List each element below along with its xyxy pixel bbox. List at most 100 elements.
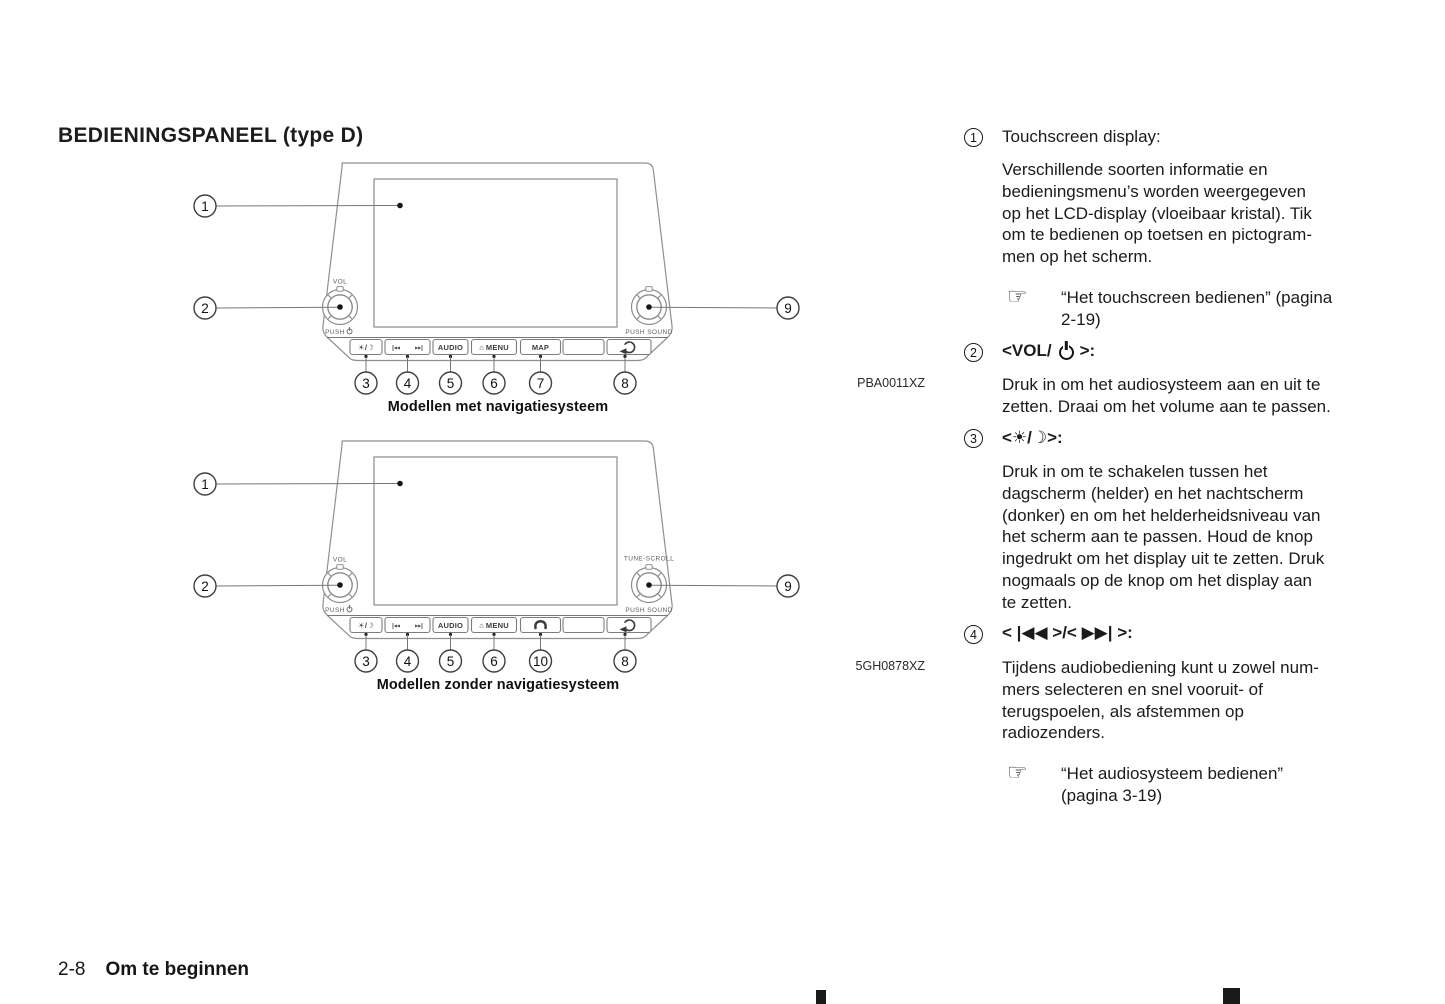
head-unit-outline	[322, 162, 673, 362]
btn-seek	[384, 338, 431, 356]
svg-text:8: 8	[621, 654, 629, 669]
page-number: 2-8	[58, 959, 86, 980]
sound-knob: PUSH SOUND	[625, 286, 672, 336]
day-night-icon: ☀/☽	[358, 621, 374, 630]
svg-text:8: 8	[621, 376, 629, 391]
push-sound-label: PUSH SOUND	[625, 607, 672, 614]
btn-blank	[562, 338, 605, 356]
btn-back	[606, 616, 652, 634]
callout-sound-knob: 9	[646, 296, 800, 320]
legend-num-3: 3	[964, 429, 983, 448]
svg-text:5: 5	[447, 376, 455, 391]
push-label: PUSH	[325, 329, 345, 336]
svg-text:9: 9	[784, 301, 792, 316]
legend-title-3: <☀/☽>:	[1002, 428, 1063, 447]
svg-text:6: 6	[490, 654, 498, 669]
svg-text:6: 6	[490, 376, 498, 391]
figure-without-nav: VOL PUSH TUNE-SCROLL PUSH SOUND ☀/☽	[193, 440, 800, 693]
btn-phone	[519, 616, 562, 634]
svg-text:2: 2	[201, 301, 209, 316]
callout-sound-knob: 9	[646, 574, 800, 598]
vol-label: VOL	[333, 557, 347, 564]
legend-ref-1: “Het touchscreen bedienen” (pagina 2-19)	[1061, 288, 1333, 329]
power-icon	[346, 605, 353, 613]
page-title: BEDIENINGSPANEEL (type D)	[58, 124, 364, 147]
legend-title-4: < |◀◀ >/< ▶▶| >:	[1002, 623, 1133, 642]
btn-menu	[470, 616, 518, 634]
seek-back-icon: |◂◂	[392, 346, 400, 352]
seek-forward-icon: ▸▸|	[415, 346, 423, 352]
btn-blank	[562, 616, 605, 634]
btn-day-night	[349, 338, 383, 356]
head-unit-outline	[322, 440, 673, 640]
vol-label: VOL	[333, 279, 347, 286]
legend-title-2: <VOL/>:	[1002, 341, 1096, 360]
phone-icon	[534, 619, 547, 630]
menu-label: ⌂MENU	[479, 621, 509, 630]
menu-label: ⌂MENU	[479, 343, 509, 352]
print-registration-mark	[816, 990, 826, 1004]
legend-body-4: Tijdens audiobediening kunt u zowel num-…	[1002, 658, 1319, 743]
knob-ticks	[636, 572, 662, 598]
manicule-icon: ☞	[1007, 759, 1028, 785]
btn-menu	[470, 338, 518, 356]
btn-back	[606, 338, 652, 356]
power-icon	[346, 327, 353, 335]
legend-body-3: Druk in om te schakelen tussen het dagsc…	[1002, 462, 1325, 612]
svg-text:9: 9	[784, 579, 792, 594]
figure-with-nav: VOL PUSH PUSH SOUND ☀/☽ |◂◂	[193, 162, 800, 415]
power-icon	[1058, 344, 1074, 360]
btn-map	[519, 338, 562, 356]
figure-caption: Modellen met navigatiesysteem	[388, 399, 608, 415]
push-label: PUSH	[325, 607, 345, 614]
manicule-icon: ☞	[1007, 283, 1028, 309]
page-footer: 2-8 Om te beginnen	[58, 959, 249, 981]
back-icon	[619, 619, 636, 633]
svg-text:1: 1	[201, 477, 209, 492]
home-icon: ⌂	[479, 621, 484, 630]
section-title: Om te beginnen	[105, 959, 250, 980]
callout-screen: 1	[193, 194, 403, 218]
touchscreen-display	[373, 178, 618, 328]
svg-text:4: 4	[404, 376, 412, 391]
legend-body-2: Druk in om het audiosysteem aan en uit t…	[1002, 375, 1331, 416]
svg-text:3: 3	[362, 654, 370, 669]
figure-code: PBA0011XZ	[857, 376, 925, 390]
push-sound-label: PUSH SOUND	[625, 329, 672, 336]
legend-ref-4: “Het audiosysteem bedienen” (pagina 3-19…	[1061, 764, 1284, 805]
btn-day-night	[349, 616, 383, 634]
callout-screen: 1	[193, 472, 403, 496]
knob-ticks	[636, 294, 662, 320]
svg-text:4: 4	[404, 654, 412, 669]
callout-vol-knob: 2	[193, 296, 343, 320]
legend-num-2: 2	[964, 343, 983, 362]
legend-num-4: 4	[964, 625, 983, 644]
svg-text:3: 3	[362, 376, 370, 391]
legend-num-1: 1	[964, 128, 983, 147]
audio-label: AUDIO	[438, 621, 463, 630]
button-callouts: 3 4 5 6 10 8	[354, 632, 637, 673]
btn-audio	[432, 338, 469, 356]
knob-ticks	[327, 572, 353, 598]
button-row: ☀/☽ |◂◂ ▸▸| AUDIO ⌂MENU MAP	[349, 338, 652, 356]
legend-body-1: Verschillende soorten informatie en bedi…	[1002, 160, 1312, 267]
svg-text:1: 1	[201, 199, 209, 214]
button-callouts: 3 4 5 6 7 8	[354, 354, 637, 395]
audio-label: AUDIO	[438, 343, 463, 352]
figure-code: 5GH0878XZ	[855, 659, 925, 673]
back-icon	[619, 341, 636, 355]
btn-audio	[432, 616, 469, 634]
print-registration-mark	[1223, 988, 1240, 1004]
svg-text:5: 5	[447, 654, 455, 669]
home-icon: ⌂	[479, 343, 484, 352]
touchscreen-display	[373, 456, 618, 606]
seek-forward-icon: ▸▸|	[415, 624, 423, 630]
svg-text:2: 2	[201, 579, 209, 594]
map-label: MAP	[532, 343, 549, 352]
knob-ticks	[327, 294, 353, 320]
tune-scroll-label: TUNE-SCROLL	[624, 556, 674, 563]
svg-text:10: 10	[533, 654, 548, 669]
svg-text:7: 7	[537, 376, 545, 391]
button-row: ☀/☽ |◂◂ ▸▸| AUDIO ⌂MENU	[349, 616, 652, 634]
